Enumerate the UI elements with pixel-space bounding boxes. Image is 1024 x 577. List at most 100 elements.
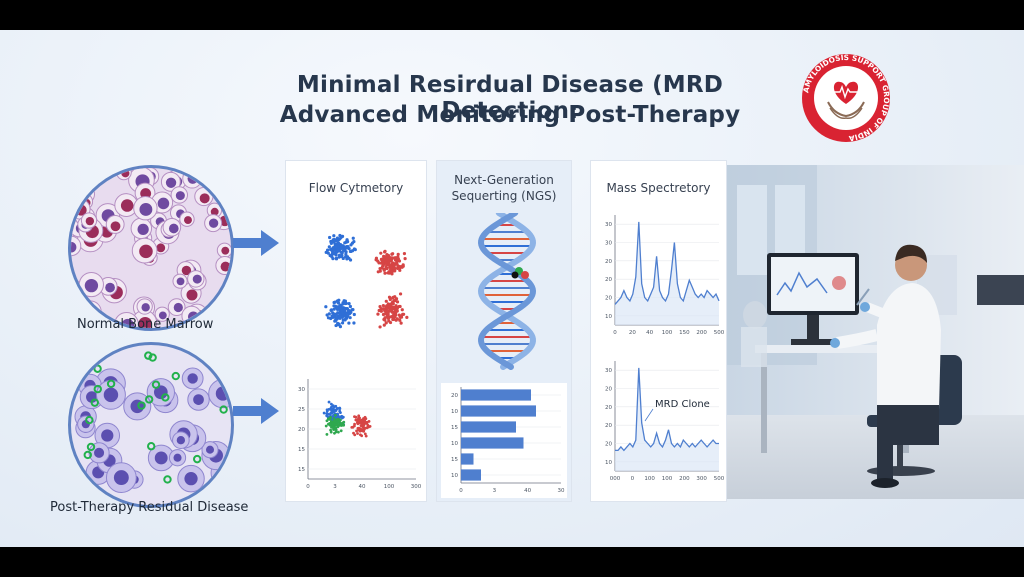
cell-nucleus xyxy=(176,277,185,286)
scatter-point xyxy=(342,423,346,427)
scatter-point xyxy=(330,425,333,429)
cell xyxy=(78,345,107,361)
scatter-point xyxy=(391,314,395,318)
cell-nucleus xyxy=(184,472,198,486)
scatter-point xyxy=(332,304,336,308)
normal-bone-marrow-label: Normal Bone Marrow xyxy=(77,317,214,332)
scatter-point xyxy=(399,321,403,325)
x-tick-label: 0 xyxy=(631,476,635,482)
residual-cell-marker xyxy=(90,486,99,495)
scatter-point xyxy=(342,299,346,303)
residual-cell-marker xyxy=(219,405,228,414)
scatter-point xyxy=(331,246,336,251)
scatter-point xyxy=(329,430,333,434)
scatter-point xyxy=(354,418,358,422)
residual-cell-marker xyxy=(144,395,154,404)
cell-nucleus xyxy=(94,447,105,458)
bar xyxy=(461,469,481,481)
scatter-point xyxy=(332,234,336,238)
y-tick-label: 20 xyxy=(605,277,612,283)
scatter-point xyxy=(376,312,380,316)
scatter-point xyxy=(394,310,398,315)
scatter-point xyxy=(344,250,348,254)
scatter-point xyxy=(328,235,332,240)
x-tick-label: 3 xyxy=(333,484,337,490)
scatter-point xyxy=(357,426,361,430)
scatter-point xyxy=(387,256,391,260)
flow-scatter-top xyxy=(324,233,409,329)
bar xyxy=(461,405,536,417)
scatter-point xyxy=(395,259,399,264)
scatter-point xyxy=(357,419,361,423)
scatter-point xyxy=(395,306,400,310)
scatter-point xyxy=(336,321,340,325)
x-tick-label: 150 xyxy=(679,330,690,336)
scatter-point xyxy=(332,307,336,311)
bar xyxy=(461,453,474,465)
scatter-point xyxy=(342,247,346,251)
x-tick-label: 0 xyxy=(306,484,310,490)
heart-hands-icon xyxy=(827,81,865,120)
scatter-point xyxy=(398,264,402,269)
cell-nucleus xyxy=(110,221,121,232)
residual-cell-marker xyxy=(163,475,172,484)
scatter-point xyxy=(360,419,364,423)
cell-nucleus xyxy=(218,465,231,481)
cell-nucleus xyxy=(153,385,168,400)
bar xyxy=(461,389,531,401)
scatter-point xyxy=(334,312,338,316)
x-tick-label: 20 xyxy=(629,330,636,336)
scatter-point xyxy=(350,241,355,245)
scatter-point xyxy=(384,321,388,325)
scatter-point xyxy=(340,309,344,314)
scatter-point xyxy=(393,269,397,273)
scatter-point xyxy=(385,255,389,259)
scatter-point xyxy=(333,300,337,304)
cell-nucleus xyxy=(105,282,115,293)
x-tick-label: 300 xyxy=(696,476,707,482)
cell-nucleus xyxy=(103,387,119,403)
scatter-point xyxy=(377,308,381,313)
scatter-point xyxy=(351,425,355,429)
scatter-point xyxy=(387,270,391,274)
scatter-point xyxy=(360,434,364,438)
scatter-point xyxy=(333,419,337,423)
x-tick-label: 500 xyxy=(714,330,724,336)
residual-cell-marker xyxy=(93,364,102,373)
scatter-point xyxy=(338,233,342,238)
scatter-point xyxy=(360,429,364,433)
x-tick-label: 100 xyxy=(662,476,673,482)
cell-nucleus xyxy=(173,453,182,462)
cell-nucleus xyxy=(187,373,198,384)
scatter-point xyxy=(325,313,329,317)
y-tick-label: 15 xyxy=(451,425,458,431)
y-tick-label: 20 xyxy=(451,393,458,399)
x-tick-label: 300 xyxy=(411,484,422,490)
y-tick-label: 10 xyxy=(451,441,458,447)
scatter-point xyxy=(349,249,353,254)
scatter-point xyxy=(377,261,381,265)
scatter-point xyxy=(335,306,339,310)
cell-nucleus xyxy=(181,265,192,276)
cell xyxy=(75,170,93,188)
scatter-point xyxy=(383,271,387,275)
spectrum-line xyxy=(615,367,719,452)
scatter-point xyxy=(402,312,406,316)
scatter-point xyxy=(362,424,365,427)
scatter-point xyxy=(333,242,337,246)
y-tick-label: 20 xyxy=(298,427,305,433)
x-tick-label: 0 xyxy=(459,488,463,494)
cell-nucleus xyxy=(93,168,107,177)
cell-nucleus xyxy=(184,216,192,225)
scatter-point xyxy=(395,256,400,260)
helix-strand xyxy=(478,213,537,370)
scatter-point xyxy=(327,400,331,404)
scatter-point xyxy=(384,299,388,303)
scatter-point xyxy=(389,265,394,269)
scatter-point xyxy=(363,432,367,436)
